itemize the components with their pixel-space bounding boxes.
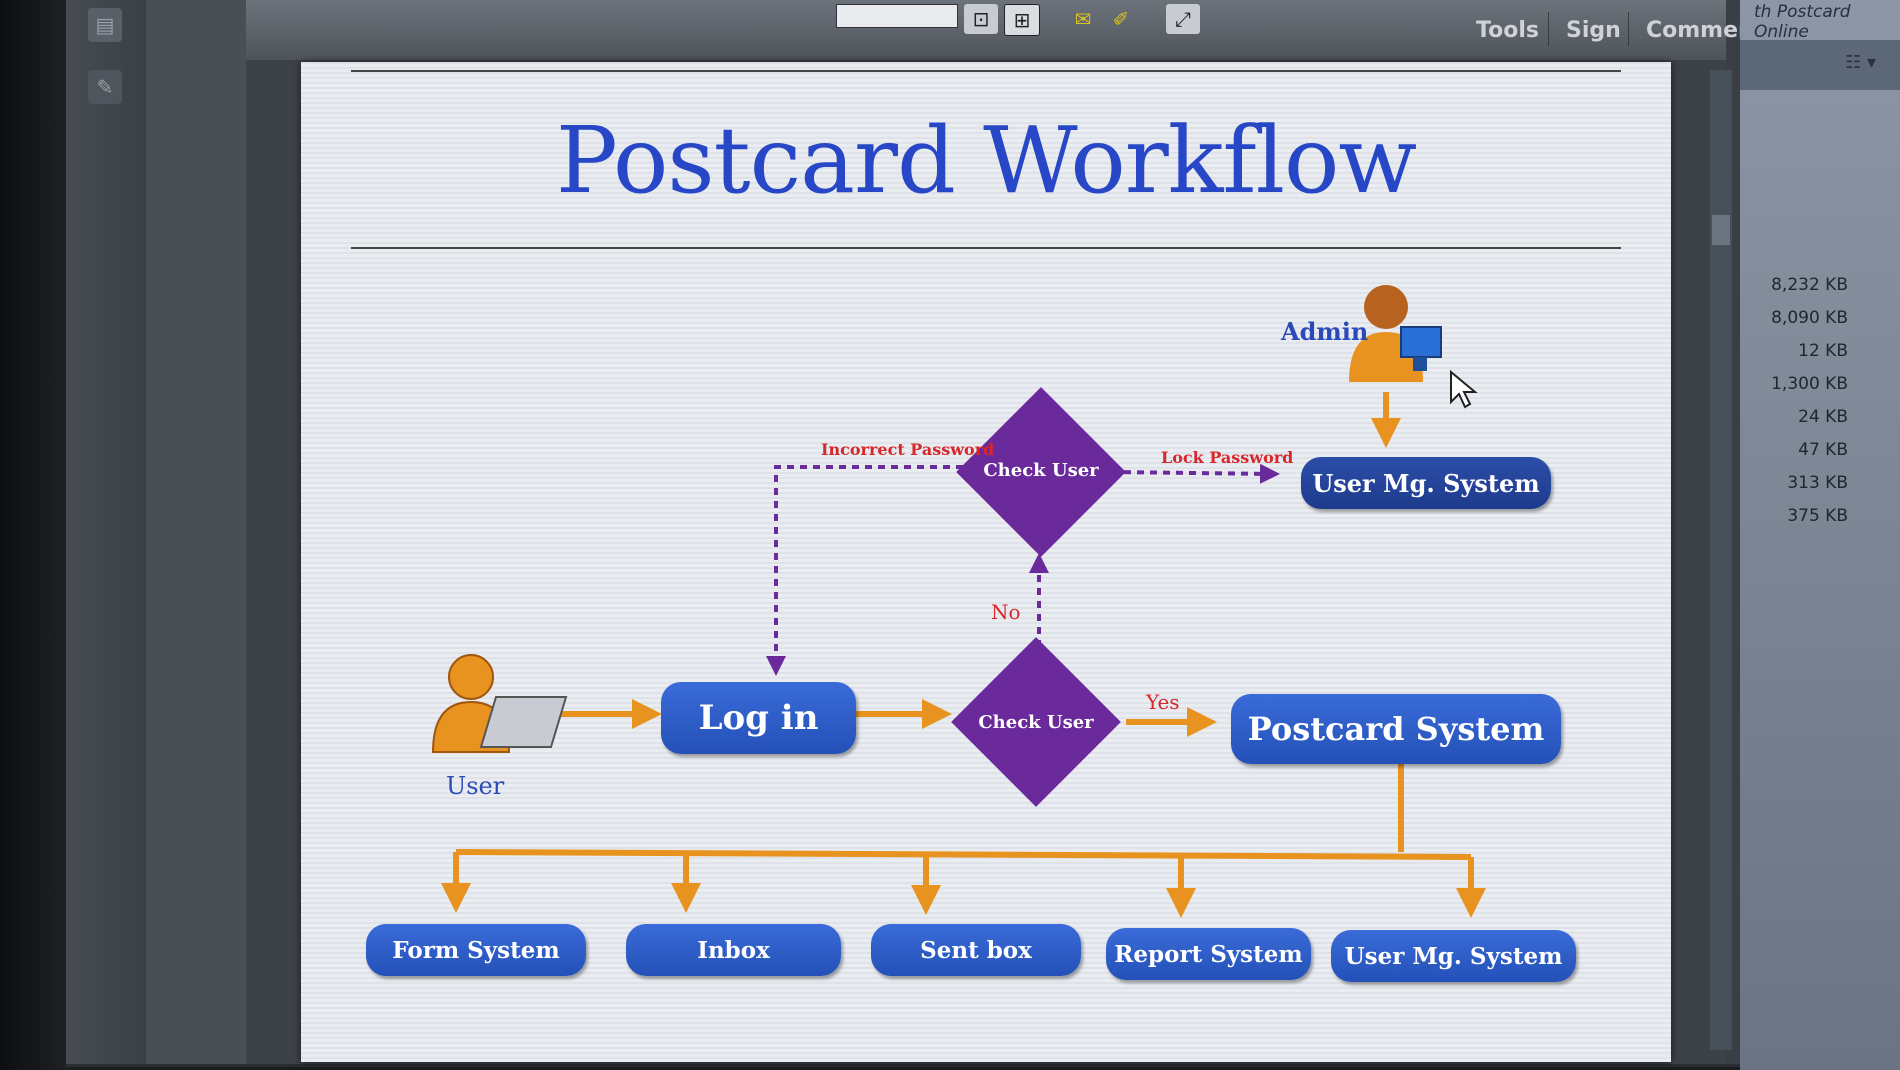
file-size: 1,300 KB — [1771, 374, 1848, 394]
yes-label: Yes — [1146, 690, 1180, 714]
tree-bar — [455, 849, 1472, 860]
monitor-bezel — [0, 0, 70, 1070]
scrollbar-thumb[interactable] — [1712, 215, 1730, 245]
admin-icon — [1349, 285, 1442, 382]
fit-width-icon[interactable]: ⊞ — [1004, 4, 1040, 36]
file-size: 8,232 KB — [1771, 275, 1848, 295]
left-tool-rail: ▤ ✎ — [66, 0, 147, 1064]
attachment-icon[interactable]: ✎ — [88, 70, 122, 104]
postcard-system-node: Postcard System — [1231, 694, 1561, 764]
toolbar-divider — [1548, 12, 1549, 46]
file-size: 313 KB — [1787, 473, 1848, 493]
comment-bubble-icon[interactable]: ✉ — [1074, 7, 1092, 31]
sign-button[interactable]: Sign — [1566, 18, 1621, 43]
file-size: 12 KB — [1798, 341, 1848, 361]
vertical-scrollbar[interactable] — [1710, 70, 1732, 1050]
user-label: User — [446, 772, 505, 800]
document-area: Postcard Workflow — [246, 60, 1726, 1064]
tools-button[interactable]: Tools — [1476, 18, 1539, 43]
file-size: 47 KB — [1798, 440, 1848, 460]
workflow-diagram — [431, 285, 1486, 918]
top-toolbar: ⊡ ⊞ ✉ ✐ ⤢ Tools Sign Comment — [246, 0, 1764, 61]
highlight-pen-icon[interactable]: ✐ — [1112, 7, 1130, 31]
no-label: No — [991, 600, 1021, 624]
decision-check-user-top-label: Check User — [983, 460, 1099, 481]
incorrect-password-label: Incorrect Password — [821, 440, 995, 459]
fullscreen-icon[interactable]: ⤢ — [1166, 4, 1200, 34]
user-mg-system-bottom-node: User Mg. System — [1331, 930, 1576, 982]
file-explorer-panel: th Postcard Online ☷ ▾ 8,232 KB 8,090 KB… — [1740, 0, 1900, 1070]
arrow-lock-password — [1110, 463, 1280, 484]
explorer-toolbar: ☷ ▾ — [1740, 40, 1900, 90]
inbox-node: Inbox — [626, 924, 841, 976]
explorer-window-title: th Postcard Online — [1754, 2, 1851, 42]
form-system-node: Form System — [366, 924, 586, 976]
mouse-cursor-icon — [1450, 369, 1478, 409]
title-rule — [351, 247, 1621, 249]
file-size: 8,090 KB — [1771, 308, 1848, 328]
admin-label: Admin — [1281, 317, 1369, 346]
toolbar-divider — [1628, 12, 1629, 46]
pages-icon[interactable]: ▤ — [88, 8, 122, 42]
user-icon — [431, 654, 568, 753]
fit-page-icon[interactable]: ⊡ — [964, 4, 998, 34]
log-in-node: Log in — [661, 682, 856, 754]
file-size: 24 KB — [1798, 407, 1848, 427]
top-rule — [351, 70, 1621, 72]
page-number-field[interactable] — [836, 4, 958, 28]
sent-box-node: Sent box — [871, 924, 1081, 976]
pdf-viewer-window: ▤ ✎ ⊡ ⊞ ✉ ✐ ⤢ Tools Sign Comment Postcar… — [66, 0, 1764, 1067]
view-options-icon[interactable]: ☷ ▾ — [1845, 52, 1876, 73]
file-size: 375 KB — [1787, 506, 1848, 526]
lock-password-label: Lock Password — [1161, 448, 1294, 467]
navigation-pane — [146, 0, 246, 1064]
pdf-page: Postcard Workflow — [301, 62, 1671, 1062]
decision-check-user-bottom-label: Check User — [978, 712, 1094, 733]
diagram-title: Postcard Workflow — [555, 107, 1417, 214]
user-mg-system-top-node: User Mg. System — [1301, 457, 1551, 509]
arrow-incorrect-password — [766, 465, 976, 676]
report-system-node: Report System — [1106, 928, 1311, 980]
